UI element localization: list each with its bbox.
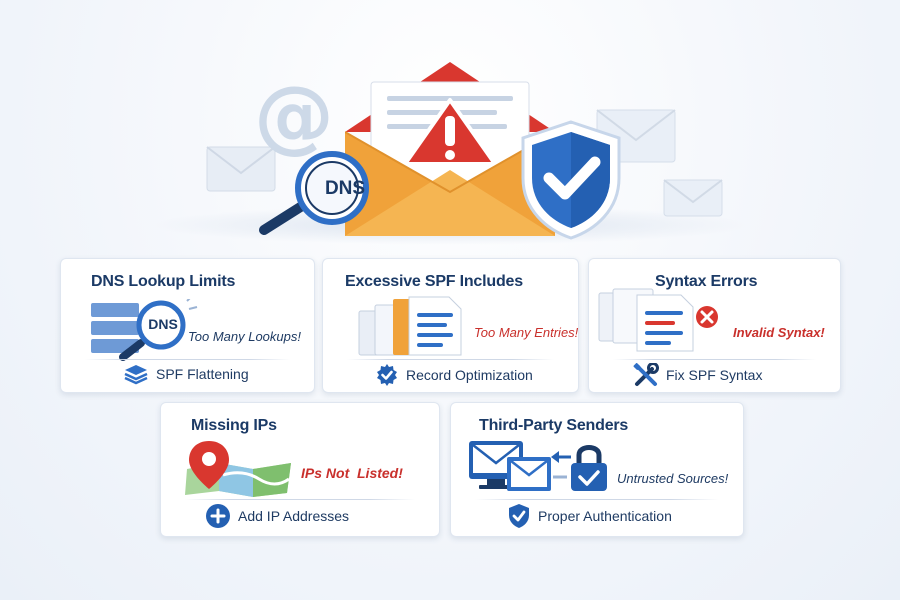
layers-icon (124, 365, 148, 385)
solution: Record Optimization (375, 363, 533, 387)
solution: SPF Flattening (123, 363, 249, 385)
divider (347, 359, 554, 360)
background-envelope-icon (663, 179, 723, 217)
card-missing-ips: Missing IPs IPs Not Listed! Add IP Addre… (160, 402, 440, 537)
solution-label: Add IP Addresses (238, 508, 350, 524)
plus-circle-icon (206, 504, 230, 528)
documents-error-icon (598, 288, 718, 352)
card-excessive-spf-includes: Excessive SPF Includes Too Many Entries!… (322, 258, 579, 393)
solution-label: Proper Authentication (538, 508, 672, 524)
warning-text: Untrusted Sources! (617, 471, 729, 486)
divider (185, 499, 415, 500)
solution-label: Fix SPF Syntax (666, 367, 763, 383)
magnifier-icon (259, 151, 369, 235)
background-envelope-icon (206, 146, 276, 192)
card-title: Missing IPs (191, 417, 277, 434)
gear-check-icon (377, 364, 397, 386)
envelope-warning-icon (345, 62, 555, 236)
server-stack-icon (91, 299, 198, 361)
solution: Add IP Addresses (205, 503, 349, 529)
card-syntax-errors: Syntax Errors Invalid Syntax! Fix SPF Sy… (588, 258, 841, 393)
shield-check-icon (521, 120, 621, 240)
divider (475, 499, 719, 500)
card-title: Syntax Errors (655, 273, 758, 290)
magnifier-label: DNS (324, 178, 366, 199)
warning-text: IPs Not Listed! (301, 465, 403, 481)
divider (613, 359, 816, 360)
at-sign-icon: @ (254, 69, 334, 162)
wrench-screwdriver-icon (633, 363, 659, 386)
card-title: Excessive SPF Includes (345, 273, 523, 290)
warning-text: Too Many Entries! (474, 325, 579, 340)
card-dns-lookup-limits: DNS Lookup Limits DNS Too Many Lookups! … (60, 258, 315, 393)
card-title: Third-Party Senders (479, 417, 629, 434)
hero-illustration: @ DNS (0, 0, 900, 260)
divider (85, 359, 290, 360)
solution: Fix SPF Syntax (633, 363, 762, 387)
solution: Proper Authentication (507, 503, 672, 529)
warning-text: Invalid Syntax! (733, 325, 825, 340)
senders-lock-icon (469, 441, 607, 491)
card-third-party-senders: Third-Party Senders Untrusted Sources! P… (450, 402, 744, 537)
solution-label: Record Optimization (406, 367, 533, 383)
card-art-label: DNS (148, 316, 178, 332)
warning-text: Too Many Lookups! (188, 329, 301, 344)
documents-icon (358, 296, 462, 356)
shield-check-icon (509, 504, 529, 528)
map-pin-icon (185, 441, 291, 497)
card-title: DNS Lookup Limits (91, 273, 236, 290)
solution-label: SPF Flattening (156, 366, 249, 382)
